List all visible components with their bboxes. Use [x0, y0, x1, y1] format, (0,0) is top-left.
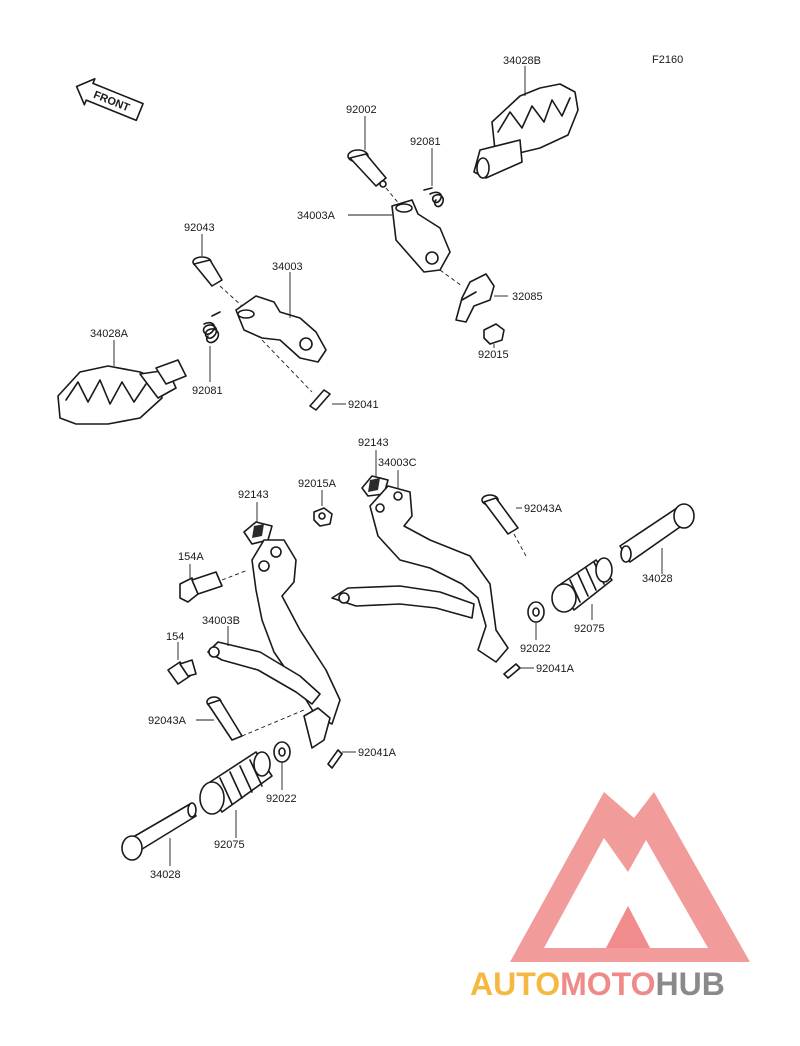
cotter-pin-92041: [309, 389, 331, 411]
diagram-code: F2160: [652, 54, 683, 66]
callout-92041A-left: 92041A: [358, 747, 397, 759]
spring-92081-lower: [202, 311, 221, 344]
rubber-footpeg-92075-right: [551, 557, 613, 613]
logo-text-moto: MOTO: [560, 966, 655, 1002]
callout-92015A: 92015A: [298, 478, 337, 490]
logo-triangle-inner: [544, 838, 708, 948]
plate-32085: [455, 273, 495, 323]
callout-154A: 154A: [178, 551, 204, 563]
callout-92043A-right: 92043A: [524, 503, 563, 515]
callout-92041: 92041: [348, 399, 379, 411]
bolt-154: [167, 659, 197, 685]
bolt-154A: [179, 571, 223, 603]
footpeg-34028A: [57, 359, 187, 425]
callout-34003C: 34003C: [378, 457, 417, 469]
logo-text: AUTOMOTOHUB: [470, 966, 725, 1002]
pin-92043A-left: [206, 696, 243, 741]
callout-92041A-right: 92041A: [536, 663, 575, 675]
spring-92081-upper: [423, 187, 445, 208]
callout-154: 154: [166, 631, 184, 643]
callout-92081-lower: 92081: [192, 385, 223, 397]
callout-34003: 34003: [272, 261, 303, 273]
footpeg-34028B: [473, 83, 579, 179]
bracket-34003A: [391, 199, 451, 273]
cotter-pin-92041A-left: [327, 749, 343, 769]
pin-92043: [192, 256, 223, 287]
pin-92002: [347, 149, 387, 188]
callout-34028-right: 34028: [642, 573, 673, 585]
callout-92022-left: 92022: [266, 793, 297, 805]
pivot-pin-34028-left: [121, 802, 197, 861]
callout-92043A-left: 92043A: [148, 715, 187, 727]
callout-34028B: 34028B: [503, 55, 541, 67]
callout-34003A: 34003A: [297, 210, 336, 222]
nut-92015A: [313, 507, 333, 527]
callout-34003B: 34003B: [202, 615, 240, 627]
callout-92143-left: 92143: [238, 489, 269, 501]
callout-32085: 32085: [512, 291, 543, 303]
callout-92022-right: 92022: [520, 643, 551, 655]
footrest-bracket-34003C: [331, 485, 509, 663]
callout-92075-left: 92075: [214, 839, 245, 851]
callout-92002: 92002: [346, 104, 377, 116]
callout-34028A: 34028A: [90, 328, 129, 340]
pivot-pin-34028-right: [619, 503, 695, 563]
callout-34028-left: 34028: [150, 869, 181, 881]
nut-92015: [483, 323, 505, 345]
rubber-footpeg-92075-left: [199, 751, 273, 815]
footrest-bracket-34003B: [207, 539, 341, 749]
callout-92143-right: 92143: [358, 437, 389, 449]
callout-92015: 92015: [478, 349, 509, 361]
logo-text-auto: AUTO: [470, 966, 560, 1002]
logo-text-hub: HUB: [655, 966, 724, 1002]
bracket-34003: [235, 295, 327, 363]
bracket-92143-left: [243, 521, 273, 545]
callout-92075-right: 92075: [574, 623, 605, 635]
washer-92022-left: [273, 741, 291, 763]
front-arrow-icon: FRONT: [75, 77, 144, 122]
callout-92043: 92043: [184, 222, 215, 234]
cotter-pin-92041A-right: [503, 663, 521, 679]
callout-92081-upper: 92081: [410, 136, 441, 148]
automotohub-logo: AUTOMOTOHUB: [470, 792, 750, 1002]
pin-92043A-right: [481, 494, 519, 535]
washer-92022-right: [527, 601, 545, 623]
bracket-92143-right: [361, 475, 389, 497]
